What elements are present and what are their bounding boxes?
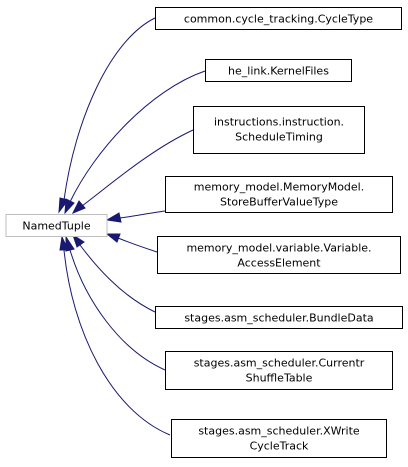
node-accesselement-label-1: memory_model.variable.Variable. <box>186 242 371 255</box>
node-shuffletable[interactable]: stages.asm_scheduler.Currentr ShuffleTab… <box>165 351 393 390</box>
arrowhead-storebuffervaluetype <box>105 212 122 223</box>
node-kernelfiles-label: he_link.KernelFiles <box>228 65 329 78</box>
arrowhead-scheduletiming <box>71 200 86 214</box>
node-namedtuple-label: NamedTuple <box>22 220 90 233</box>
arrowhead-shuffletable <box>65 235 75 252</box>
node-cycletype[interactable]: common.cycle_tracking.CycleType <box>155 7 402 30</box>
edge-shuffletable <box>69 249 166 371</box>
arrowhead-bundledata <box>72 233 85 248</box>
edge-bundledata <box>79 244 156 313</box>
node-accesselement[interactable]: memory_model.variable.Variable. AccessEl… <box>157 236 401 274</box>
node-shuffletable-label-2: ShuffleTable <box>246 372 313 385</box>
edge-cycletrack <box>63 249 171 436</box>
node-namedtuple[interactable]: NamedTuple <box>5 214 108 237</box>
node-scheduletiming-label-1: instructions.instruction. <box>214 116 344 129</box>
node-scheduletiming-label-2: ScheduleTiming <box>235 131 323 144</box>
node-accesselement-label-2: AccessElement <box>237 257 321 270</box>
arrowhead-accesselement <box>105 233 121 243</box>
node-bundledata[interactable]: stages.asm_scheduler.BundleData <box>155 306 403 329</box>
node-storebuffervaluetype-label-2: StoreBufferValueType <box>220 196 338 209</box>
edges <box>58 17 206 436</box>
node-bundledata-label: stages.asm_scheduler.BundleData <box>184 312 373 325</box>
node-cycletrack-label-2: CycleTrack <box>250 440 309 453</box>
node-storebuffervaluetype[interactable]: memory_model.MemoryModel. StoreBufferVal… <box>165 176 393 213</box>
node-cycletrack-label-1: stages.asm_scheduler.XWrite <box>198 425 360 438</box>
edge-scheduletiming <box>81 129 194 207</box>
arrowhead-kernelfiles <box>64 198 75 215</box>
edge-storebuffervaluetype <box>119 210 166 219</box>
edge-kernelfiles <box>69 70 206 203</box>
arrowhead-cycletrack <box>59 235 69 251</box>
node-cycletype-label: common.cycle_tracking.CycleType <box>184 13 373 26</box>
edge-accesselement <box>117 237 158 253</box>
node-storebuffervaluetype-label-1: memory_model.MemoryModel. <box>194 181 364 194</box>
node-kernelfiles[interactable]: he_link.KernelFiles <box>205 59 352 82</box>
node-scheduletiming[interactable]: instructions.instruction. ScheduleTiming <box>193 106 365 154</box>
edge-cycletype <box>63 17 156 201</box>
node-cycletrack[interactable]: stages.asm_scheduler.XWrite CycleTrack <box>171 419 387 458</box>
node-shuffletable-label-1: stages.asm_scheduler.Currentr <box>194 357 365 370</box>
